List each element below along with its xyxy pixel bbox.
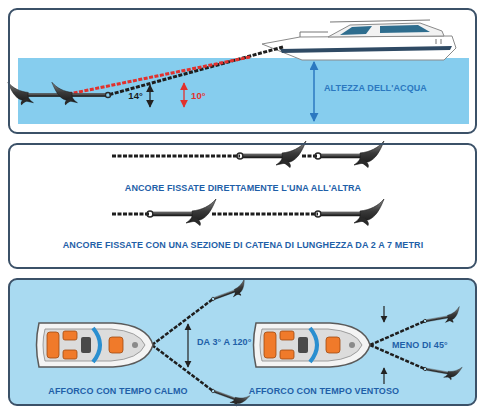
angle-arrow (149, 85, 150, 107)
panel-ground (9, 279, 476, 405)
anchor (147, 199, 216, 226)
anchor-chain (108, 47, 283, 95)
depth-label: ALTEZZA DELL'ACQUA (324, 83, 427, 93)
anchor (315, 199, 384, 226)
caption-label: AFFORCO CON TEMPO CALMO (48, 386, 187, 396)
panel-ground (9, 144, 476, 268)
anchor (315, 141, 384, 168)
anchor-chain (152, 345, 213, 391)
caption-label: ANCORE FISSATE CON UNA SEZIONE DI CATENA… (63, 240, 423, 250)
anchor (52, 82, 111, 105)
angle-label: MENO DI 45° (392, 340, 448, 350)
angle-label: 14° (128, 91, 143, 102)
anchor-chain (112, 155, 240, 158)
caption-label: AFFORCO CON TEMPO VENTOSO (249, 386, 399, 396)
caption-label: ANCORE FISSATE DIRETTAMENTE L'UNA ALL'AL… (125, 183, 361, 193)
water (18, 58, 469, 124)
angle-arrow (183, 83, 184, 107)
anchor (237, 141, 306, 168)
panel-ground (9, 9, 476, 133)
panel: ANCORE FISSATE DIRETTAMENTE L'UNA ALL'AL… (8, 143, 477, 269)
panel: 14° 10° ALTEZZA DELL'ACQUA (8, 8, 477, 134)
angle-arrow (187, 324, 188, 367)
boat-top (254, 323, 371, 367)
anchor-chain (64, 57, 250, 95)
angle-label: 10° (191, 91, 206, 102)
angle-arrow (383, 306, 384, 322)
angle-label: DA 3° A 120° (197, 337, 251, 347)
anchor (422, 361, 462, 382)
boat-top (37, 323, 154, 367)
anchor-chain (212, 213, 318, 216)
anchor (422, 307, 462, 328)
anchor-chain (112, 213, 150, 216)
depth-arrow (313, 62, 315, 121)
boat-side (262, 20, 456, 60)
anchor (209, 279, 250, 306)
angle-arrow (383, 368, 384, 384)
panel: DA 3° A 120° MENO DI 45° AFFORCO CON TEMPO… (8, 278, 477, 406)
